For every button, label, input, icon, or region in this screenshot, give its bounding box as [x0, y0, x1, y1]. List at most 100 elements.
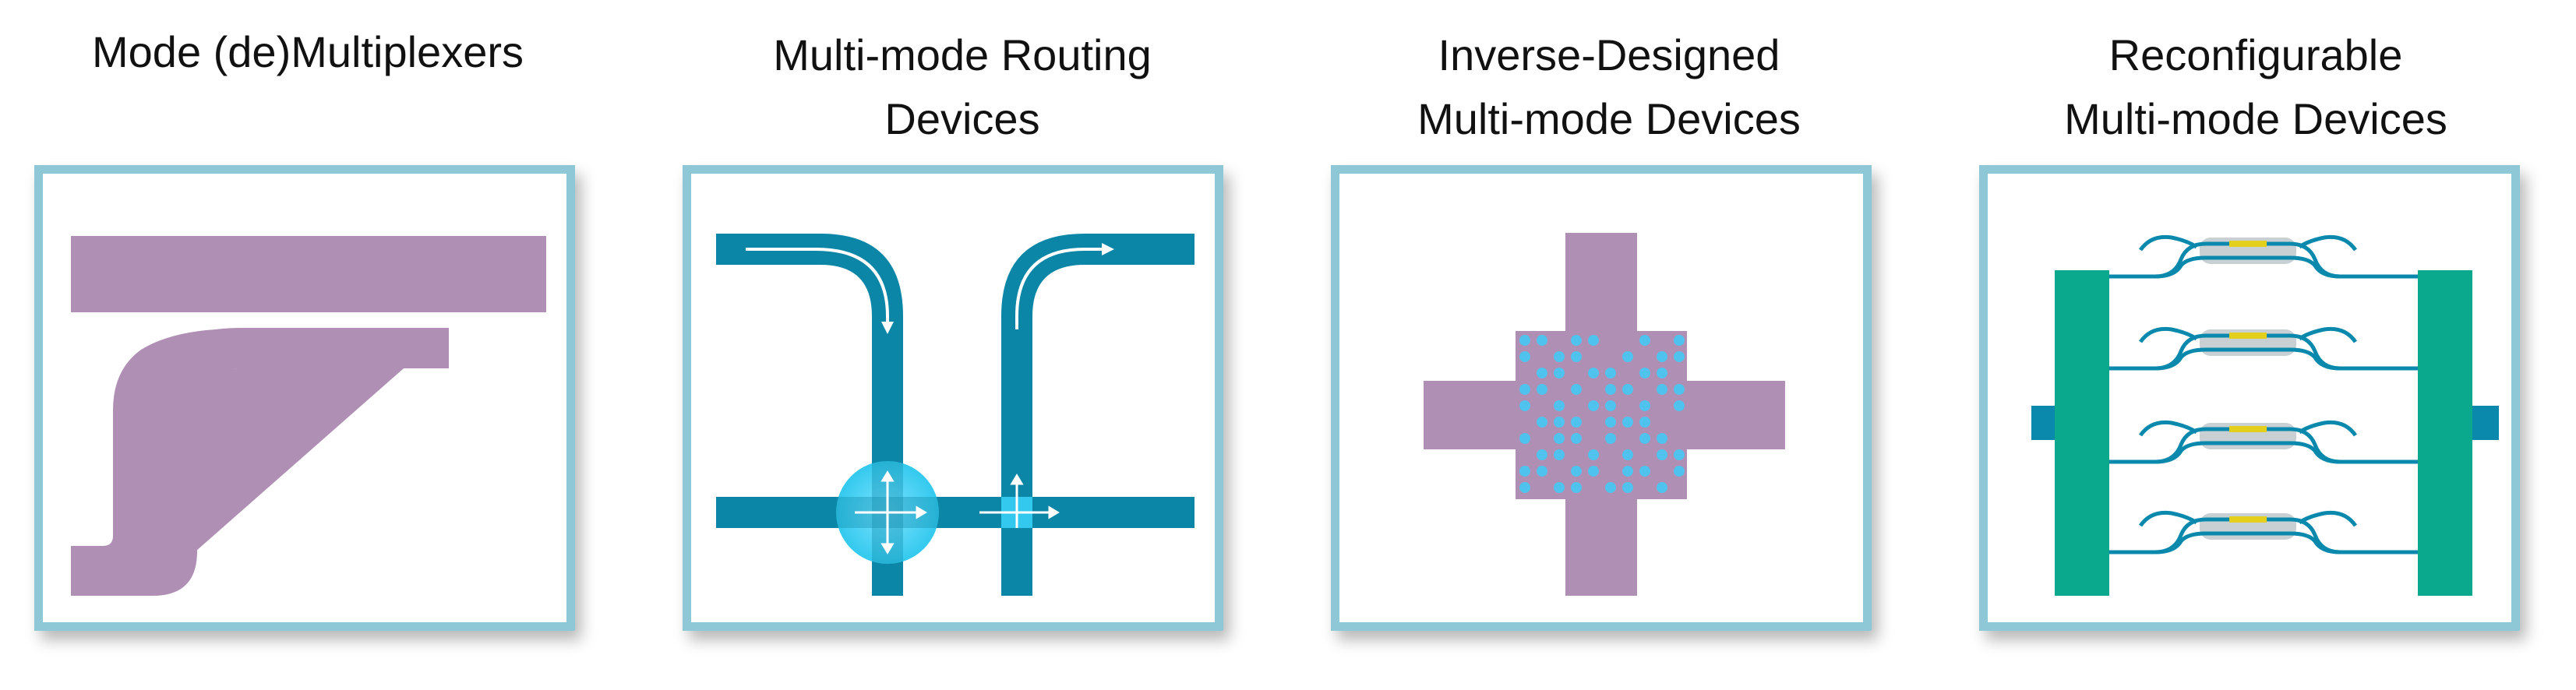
etched-hole: [1571, 417, 1582, 428]
etched-hole: [1588, 335, 1599, 346]
etched-hole: [1554, 433, 1565, 444]
etched-hole: [1674, 351, 1685, 362]
etched-hole: [1519, 351, 1530, 362]
left-bend-arrow: [746, 248, 889, 327]
etched-hole: [1537, 466, 1547, 477]
drop-waveguide: [71, 329, 449, 586]
single-mode-crossing-arrows: [979, 473, 1060, 528]
etched-hole: [1554, 417, 1565, 428]
panel-title-reconfigurable: Reconfigurable Multi-mode Devices: [2064, 30, 2447, 143]
etched-hole: [1571, 466, 1582, 477]
mzi-waveguide: [2105, 255, 2341, 279]
left-port: [2031, 406, 2058, 440]
right-port: [2472, 406, 2499, 440]
right-bend-arrow: [1015, 248, 1106, 329]
etched-hole-pattern: [1519, 335, 1685, 493]
panel-reconfigurable: [1979, 165, 2520, 631]
multimode-routing-diagram: [716, 234, 1194, 596]
etched-hole: [1605, 400, 1616, 411]
mzi-unit: [2105, 420, 2421, 464]
mzi-unit: [2105, 510, 2421, 554]
etched-hole: [1639, 466, 1650, 477]
etched-hole: [1554, 482, 1565, 493]
horizontal-waveguide: [716, 497, 1194, 528]
etched-hole: [1605, 417, 1616, 428]
etched-hole: [1554, 400, 1565, 411]
etched-hole: [1537, 368, 1547, 378]
mzi-waveguide: [2138, 326, 2198, 343]
mzi-unit: [2105, 326, 2421, 371]
etched-hole: [1674, 335, 1685, 346]
reconfigurable-diagram: [2031, 234, 2499, 596]
mzi-waveguide: [2105, 347, 2341, 371]
etched-hole: [1588, 400, 1599, 411]
etched-hole: [1519, 482, 1530, 493]
left-bus: [2055, 270, 2109, 596]
etched-hole: [1571, 384, 1582, 395]
drop-waveguide-body: [71, 328, 449, 596]
etched-hole: [1639, 400, 1650, 411]
etched-hole: [1537, 449, 1547, 460]
etched-hole: [1588, 466, 1599, 477]
etched-hole: [1554, 368, 1565, 378]
etched-hole: [1622, 417, 1633, 428]
etched-hole: [1519, 335, 1530, 346]
panel-title-multimode-routing: Multi-mode Routing Devices: [773, 30, 1152, 143]
heater: [2229, 241, 2267, 247]
etched-hole: [1674, 449, 1685, 460]
etched-hole: [1571, 335, 1582, 346]
etched-hole: [1622, 449, 1633, 460]
etched-hole: [1605, 482, 1616, 493]
etched-hole: [1537, 335, 1547, 346]
heater: [2229, 426, 2267, 432]
etched-hole: [1622, 351, 1633, 362]
etched-hole: [1519, 433, 1530, 444]
mzi-waveguide: [2105, 441, 2341, 464]
etched-hole: [1657, 351, 1667, 362]
etched-hole: [1571, 351, 1582, 362]
etched-hole: [1588, 368, 1599, 378]
mzi-waveguide: [2298, 234, 2358, 252]
mzi-array: [2105, 234, 2421, 554]
mzi-unit: [2105, 234, 2421, 279]
mode-demultiplexer-diagram: [71, 236, 546, 596]
mzi-waveguide: [2298, 420, 2358, 437]
etched-hole: [1537, 417, 1547, 428]
etched-hole: [1674, 400, 1685, 411]
panel-inverse-designed: [1331, 165, 1872, 631]
etched-hole: [1554, 449, 1565, 460]
panel-title-inverse-designed: Inverse-Designed Multi-mode Devices: [1417, 30, 1801, 143]
right-bend-waveguide: [1001, 234, 1194, 596]
etched-hole: [1657, 449, 1667, 460]
etched-hole: [1639, 368, 1650, 378]
mzi-waveguide: [2138, 510, 2198, 527]
etched-hole: [1657, 368, 1667, 378]
etched-hole: [1657, 482, 1667, 493]
heater: [2229, 516, 2267, 523]
etched-hole: [1639, 433, 1650, 444]
etched-hole: [1605, 384, 1616, 395]
panel-title-mode-demultiplexers: Mode (de)Multiplexers: [92, 27, 524, 76]
multimode-crossing-arrows: [855, 470, 927, 554]
etched-hole: [1588, 449, 1599, 460]
etched-hole: [1622, 466, 1633, 477]
etched-hole: [1674, 384, 1685, 395]
etched-hole: [1605, 433, 1616, 444]
mzi-waveguide: [2138, 234, 2198, 252]
etched-hole: [1639, 335, 1650, 346]
etched-hole: [1622, 482, 1633, 493]
bus-waveguide: [71, 236, 546, 312]
etched-hole: [1571, 482, 1582, 493]
panel-multimode-routing: [683, 165, 1223, 631]
right-bus: [2418, 270, 2472, 596]
etched-hole: [1639, 417, 1650, 428]
etched-hole: [1674, 466, 1685, 477]
mzi-waveguide: [2138, 420, 2198, 437]
mzi-waveguide: [2298, 326, 2358, 343]
heater: [2229, 333, 2267, 339]
etched-hole: [1537, 384, 1547, 395]
etched-hole: [1605, 368, 1616, 378]
mzi-waveguide: [2298, 510, 2358, 527]
etched-hole: [1657, 433, 1667, 444]
etched-hole: [1554, 351, 1565, 362]
